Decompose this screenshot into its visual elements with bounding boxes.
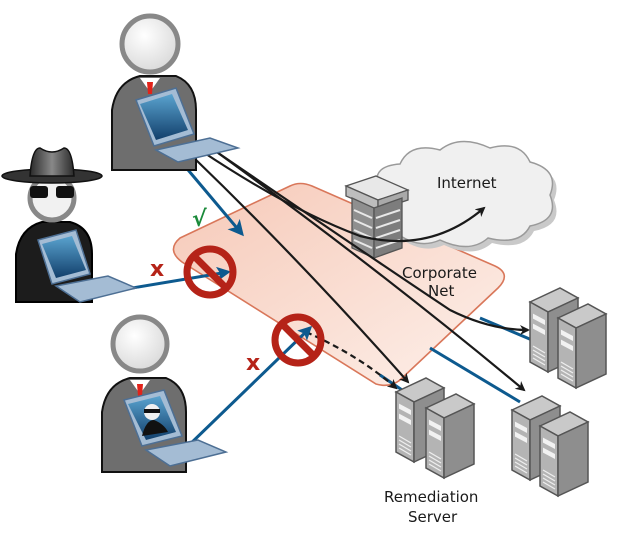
remediation-server-label-1: Remediation <box>384 488 478 506</box>
internet-label: Internet <box>437 174 497 192</box>
remediation-server-label-2: Server <box>408 508 458 526</box>
hacker-icon <box>1 147 139 303</box>
server-cluster-right-top-icon <box>529 287 607 389</box>
laptop-icon <box>37 229 139 303</box>
laptop-icon <box>122 389 229 467</box>
redirect-to-remediation <box>305 330 398 390</box>
remediation-server-icon <box>395 377 475 479</box>
infected-blocked-arrow <box>184 325 313 450</box>
denied-mark-hacker: x <box>150 257 164 282</box>
flow-to-remediation <box>191 155 410 384</box>
block-sign-icon-hacker <box>183 245 237 299</box>
denied-mark-infected: x <box>246 351 260 376</box>
link-right-bottom <box>429 346 521 404</box>
corporate-net-label-2: Net <box>428 282 454 300</box>
flow-to-right-bottom <box>213 149 526 392</box>
internet-cloud <box>367 140 557 252</box>
laptop-icon <box>135 87 241 163</box>
trusted-user-icon <box>111 13 241 171</box>
flow-to-right-top <box>207 145 530 335</box>
firewall-icon <box>344 175 410 260</box>
infected-user-icon <box>101 314 229 473</box>
server-cluster-right-bottom-icon <box>511 395 589 497</box>
corporate-net-label-1: Corporate <box>402 264 477 282</box>
block-sign-icon-infected <box>271 313 325 367</box>
allowed-check-mark: √ <box>192 207 207 232</box>
flow-to-internet <box>199 149 486 243</box>
